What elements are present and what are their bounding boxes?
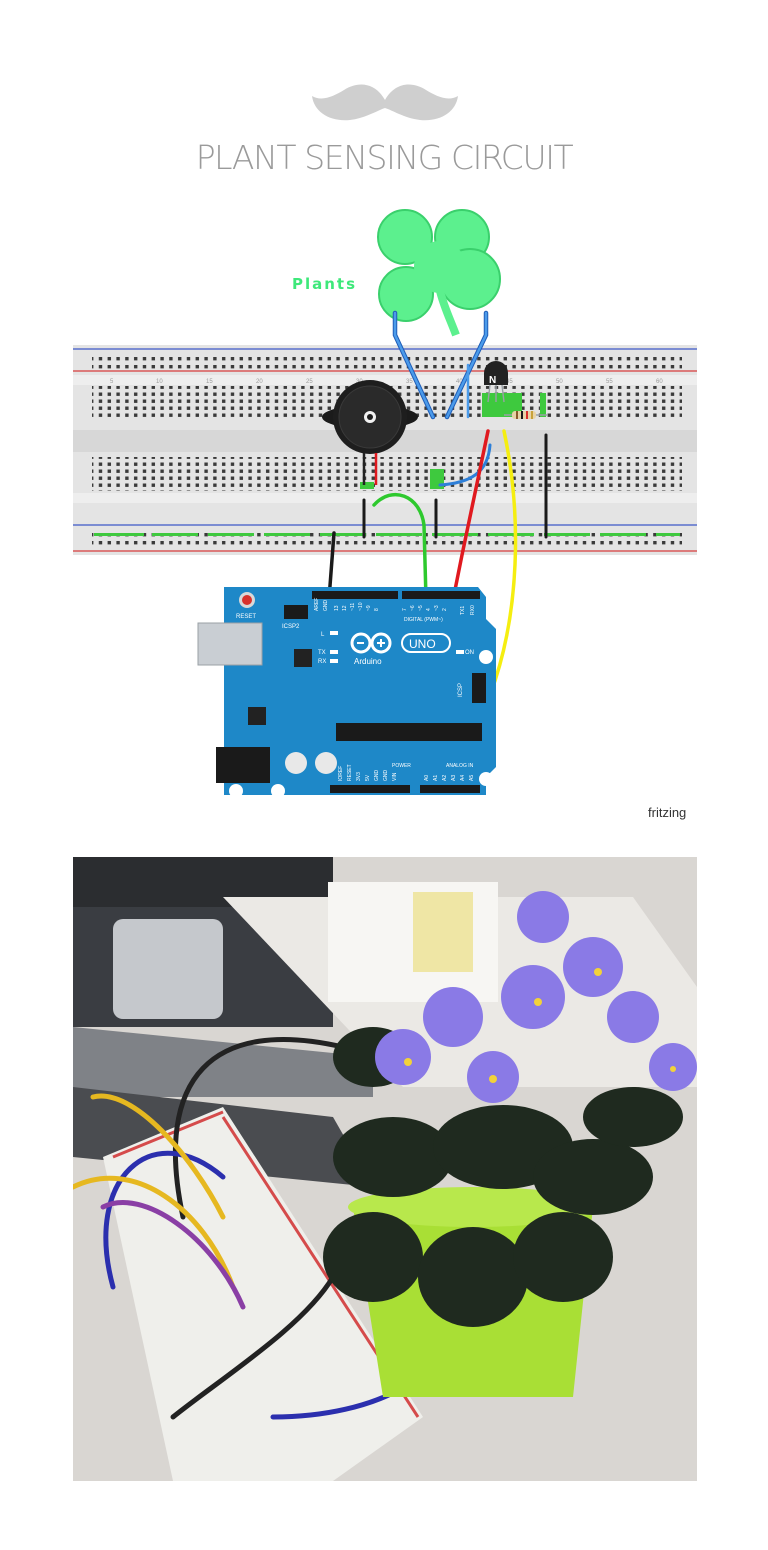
- analog-label: ANALOG IN: [446, 763, 474, 769]
- svg-text:~9: ~9: [366, 605, 372, 611]
- column-number: 25: [306, 379, 313, 385]
- arduino-logo: [350, 632, 451, 654]
- svg-text:4: 4: [426, 608, 432, 611]
- column-number: 5: [110, 379, 114, 385]
- svg-text:5V: 5V: [365, 774, 371, 781]
- svg-text:A1: A1: [433, 775, 439, 781]
- fritzing-watermark: fritzing: [648, 805, 686, 820]
- svg-text:~10: ~10: [358, 602, 364, 611]
- column-number: 50: [556, 379, 563, 385]
- reset-label: RESET: [236, 614, 256, 620]
- svg-text:RESET: RESET: [347, 764, 353, 781]
- transistor: N: [484, 361, 508, 403]
- column-number: 60: [656, 379, 663, 385]
- on-led-label: ON: [465, 650, 474, 656]
- svg-text:A2: A2: [442, 775, 448, 781]
- mustache-icon: [312, 84, 458, 121]
- svg-text:A4: A4: [460, 775, 466, 781]
- board-model: UNO: [409, 637, 436, 651]
- icsp2-label: ICSP2: [282, 624, 300, 630]
- plants-label: Plants: [292, 275, 357, 293]
- icsp-label: ICSP: [458, 683, 464, 697]
- svg-text:8: 8: [374, 608, 380, 611]
- digital-label: DIGITAL (PWM~): [404, 617, 443, 623]
- svg-text:~3: ~3: [434, 605, 440, 611]
- column-number: 40: [456, 379, 463, 385]
- svg-text:A0: A0: [424, 775, 430, 781]
- svg-text:TX1: TX1: [460, 606, 466, 615]
- column-number: 35: [406, 379, 413, 385]
- l-led-label: L: [321, 632, 325, 638]
- svg-text:A5: A5: [469, 775, 475, 781]
- column-number: 45: [506, 379, 513, 385]
- tx-led-label: TX: [318, 650, 326, 656]
- svg-text:3V3: 3V3: [356, 772, 362, 781]
- svg-text:7: 7: [402, 608, 408, 611]
- column-number: 10: [156, 379, 163, 385]
- svg-text:~6: ~6: [410, 605, 416, 611]
- svg-text:~11: ~11: [350, 603, 356, 611]
- project-photo: [73, 857, 697, 1481]
- svg-text:A3: A3: [451, 775, 457, 781]
- svg-text:~5: ~5: [418, 605, 424, 611]
- column-number: 15: [206, 379, 213, 385]
- rx-led-label: RX: [318, 659, 326, 665]
- svg-text:RX0: RX0: [470, 605, 476, 615]
- svg-text:GND: GND: [383, 770, 389, 782]
- svg-text:AREF: AREF: [314, 598, 320, 611]
- clover-icon: [377, 209, 501, 337]
- buzzer: [322, 380, 418, 485]
- column-number: 55: [606, 379, 613, 385]
- svg-text:GND: GND: [374, 770, 380, 782]
- column-number: 20: [256, 379, 263, 385]
- power-label: POWER: [392, 763, 411, 769]
- page-title: PLANT SENSING CIRCUIT: [195, 138, 574, 177]
- svg-text:IOREF: IOREF: [338, 766, 344, 781]
- svg-text:2: 2: [442, 608, 448, 611]
- svg-text:GND: GND: [323, 600, 329, 612]
- resistor: [504, 411, 548, 419]
- svg-text:13: 13: [334, 605, 340, 611]
- flower-pot-icon: [323, 891, 697, 1397]
- board-brand: Arduino: [354, 657, 382, 666]
- circuit-diagram: 5 10 15 20 25 30 35 40 45 50 55 60: [0, 195, 768, 835]
- svg-text:12: 12: [342, 605, 348, 611]
- arduino-board: RESET ICSP2 ICSP AREF GND 13 12: [197, 587, 496, 798]
- svg-text:N: N: [489, 375, 496, 386]
- svg-text:VIN: VIN: [392, 772, 398, 781]
